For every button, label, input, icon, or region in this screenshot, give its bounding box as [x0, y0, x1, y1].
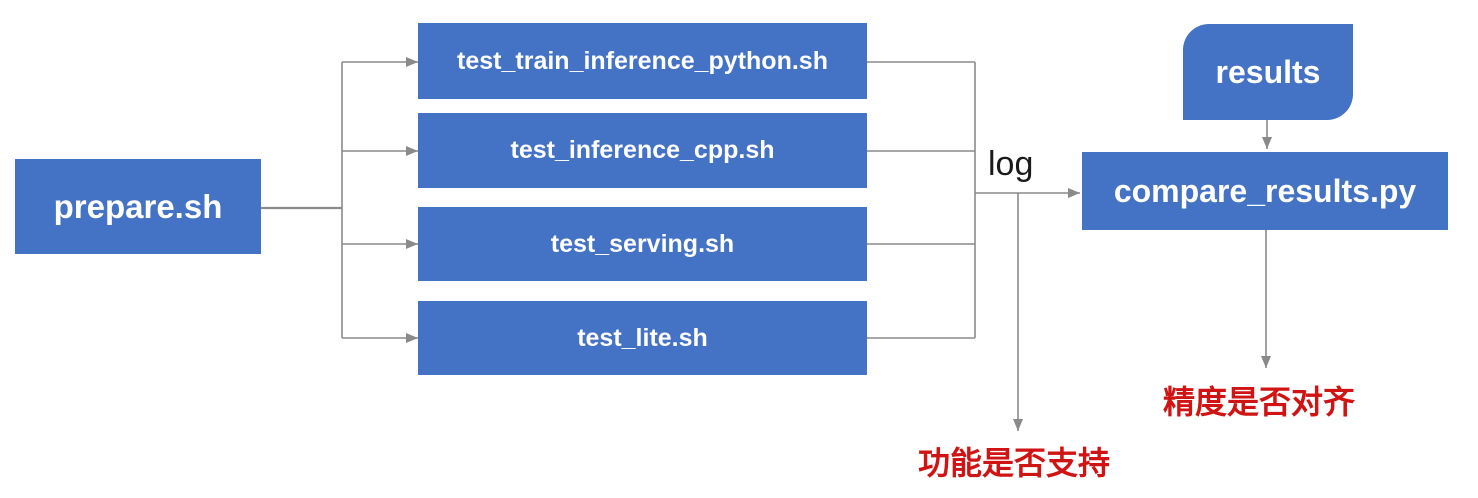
node-test-lite-sh: test_lite.sh [418, 301, 867, 375]
annotation-precision-aligned: 精度是否对齐 [1163, 384, 1356, 420]
node-compare-results-py: compare_results.py [1082, 152, 1448, 230]
node-test-serving-sh: test_serving.sh [418, 207, 867, 281]
edge-label-log: log [988, 145, 1034, 183]
connector-lines [261, 57, 1272, 431]
node-results: results [1183, 24, 1353, 120]
node-test-inference-cpp-sh: test_inference_cpp.sh [418, 113, 867, 188]
node-prepare-sh: prepare.sh [15, 159, 261, 254]
node-test-train-inference-python-sh: test_train_inference_python.sh [418, 23, 867, 99]
annotation-function-support: 功能是否支持 [918, 445, 1111, 481]
